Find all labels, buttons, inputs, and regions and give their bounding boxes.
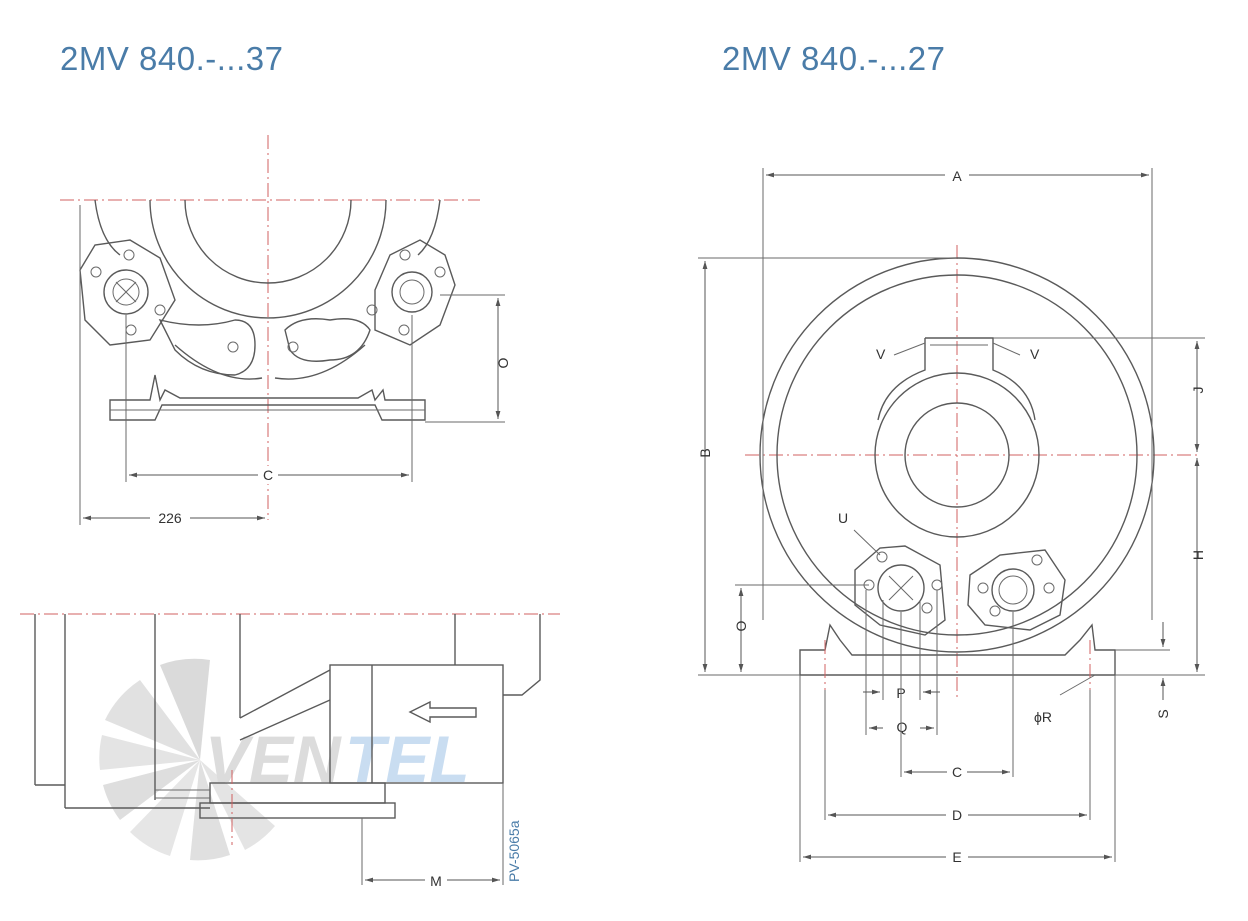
drawing-code: PV-5065a [506, 820, 522, 882]
title-left: 2MV 840.-...37 [60, 40, 284, 77]
watermark-text-2: TEL [345, 722, 470, 796]
dim-label-226: 226 [158, 510, 182, 526]
dim-label-O-right: O [733, 620, 749, 631]
side-view-37: M PV-5065a [20, 613, 560, 889]
label-phiR: ϕR [1034, 709, 1052, 725]
dim-label-C-left: C [263, 467, 273, 483]
dim-label-H: H [1190, 550, 1206, 560]
dim-label-B: B [697, 448, 713, 457]
dim-label-S: S [1155, 709, 1171, 718]
dim-label-J: J [1190, 387, 1206, 394]
dim-label-D: D [952, 807, 962, 823]
dim-label-Q: Q [897, 719, 908, 735]
front-view-27: V V U ϕR A B O [697, 166, 1206, 866]
dim-label-C-right: C [952, 764, 962, 780]
title-right: 2MV 840.-...27 [722, 40, 946, 77]
watermark-text-1: VEN [205, 722, 342, 796]
label-U: U [838, 510, 848, 526]
front-view-37: O C 226 [60, 135, 511, 528]
label-V-right: V [1030, 346, 1040, 362]
label-V-left: V [876, 346, 886, 362]
dim-label-A: A [952, 168, 962, 184]
dim-label-E: E [952, 849, 961, 865]
dim-label-O-left: O [495, 357, 511, 368]
dim-label-M: M [430, 873, 442, 889]
